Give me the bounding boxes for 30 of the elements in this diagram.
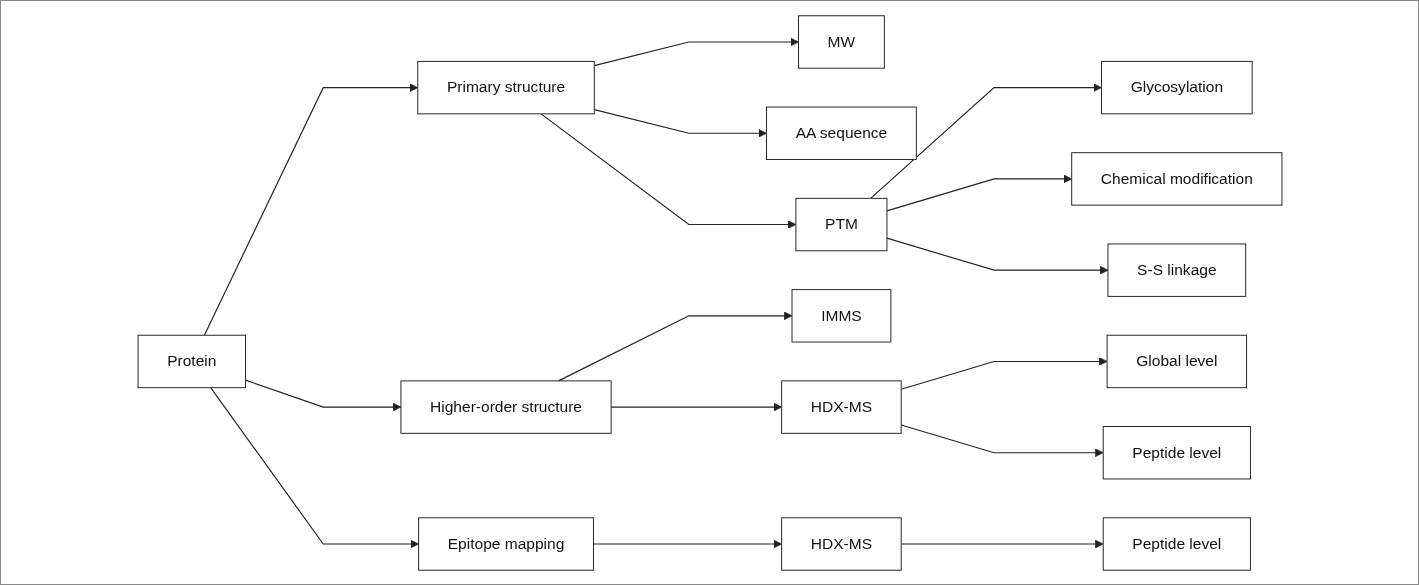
arrow bbox=[885, 174, 1072, 211]
arrow bbox=[900, 423, 1104, 457]
node-box: Primary structure bbox=[416, 60, 595, 114]
arrow bbox=[593, 108, 767, 138]
arrow bbox=[900, 539, 1104, 548]
arrow bbox=[610, 402, 782, 411]
node-box: MW bbox=[797, 14, 885, 69]
node-box: Global level bbox=[1106, 334, 1247, 388]
arrow bbox=[592, 539, 782, 548]
arrow bbox=[593, 37, 799, 66]
node-box: Peptide level bbox=[1102, 425, 1251, 479]
node-box: Higher-order structure bbox=[399, 379, 612, 434]
arrow bbox=[869, 82, 1102, 199]
arrow bbox=[885, 237, 1108, 274]
arrow bbox=[244, 379, 401, 411]
node-box: Glycosylation bbox=[1100, 60, 1253, 114]
node-box: Epitope mapping bbox=[417, 516, 594, 571]
arrow bbox=[203, 82, 418, 336]
node-box: HDX-MS bbox=[780, 516, 902, 571]
node-box: HDX-MS bbox=[780, 379, 902, 434]
node-box: PTM bbox=[794, 197, 887, 251]
arrow bbox=[539, 112, 796, 229]
node-box: S-S linkage bbox=[1107, 242, 1246, 297]
node-box: IMMS bbox=[791, 288, 891, 343]
node-box: Chemical modification bbox=[1070, 151, 1282, 206]
node-box: AA sequence bbox=[765, 106, 917, 160]
node-box: Protein bbox=[137, 334, 246, 388]
arrow bbox=[900, 356, 1107, 390]
node-box: Peptide level bbox=[1102, 516, 1251, 571]
arrow bbox=[209, 386, 419, 548]
